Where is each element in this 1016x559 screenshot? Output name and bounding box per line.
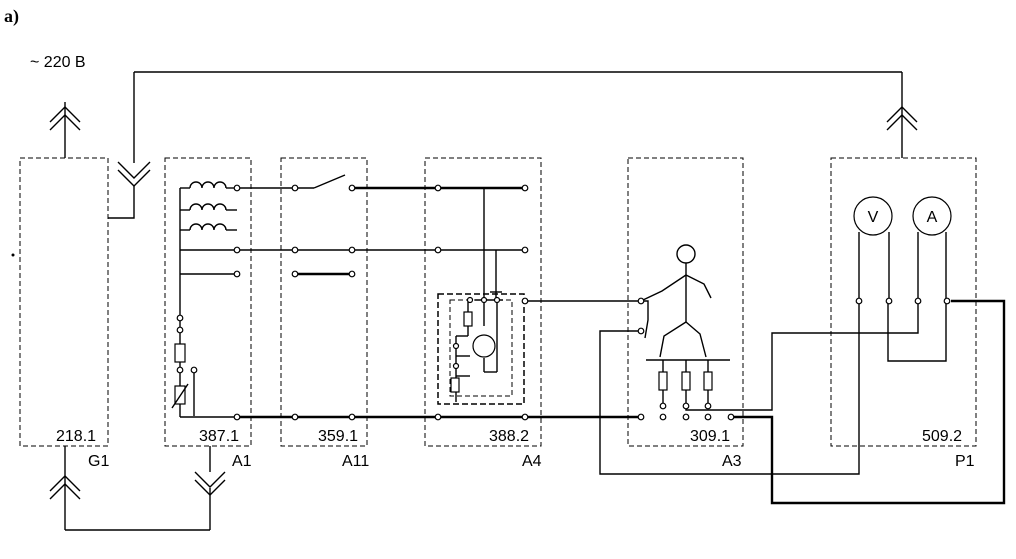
measurement-wires (599, 232, 1006, 505)
module-a11-name: A11 (342, 453, 369, 470)
module-a1: 387.1 A1 (164, 157, 252, 470)
module-a4-frame (424, 157, 542, 447)
ammeter-icon: A (912, 196, 952, 236)
module-a11-code: 359.1 (318, 428, 358, 445)
module-g1-name: G1 (88, 453, 109, 470)
a4-internals (437, 188, 525, 405)
inductor-1-icon (189, 181, 227, 189)
module-a11: 359.1 A11 (280, 157, 369, 470)
module-a4-name: A4 (522, 453, 542, 470)
switch-icon (313, 174, 346, 189)
voltmeter-label: V (868, 209, 879, 226)
module-a11-frame (280, 157, 368, 447)
module-a3-name: A3 (722, 453, 742, 470)
module-a3-frame (627, 157, 744, 447)
module-a1-frame (164, 157, 252, 447)
body-resistor-1-icon (658, 371, 668, 391)
module-a4: 388.2 A4 (424, 157, 542, 470)
voltmeter-icon: V (853, 196, 893, 236)
leakage-resistor-icon (450, 377, 460, 393)
module-a1-code: 387.1 (199, 428, 239, 445)
upper-cable-plug-icon (108, 71, 902, 219)
body-resistor-3-icon (703, 371, 713, 391)
resistor-icon (174, 343, 186, 363)
test-resistor-icon (463, 311, 473, 327)
module-a4-code: 388.2 (489, 428, 529, 445)
module-a3-code: 309.1 (690, 428, 730, 445)
a4-outer-frame (437, 293, 525, 405)
human-figure-icon (642, 244, 730, 403)
supply-plug-icon (49, 102, 81, 158)
a4-inner-frame (449, 299, 513, 397)
inductor-2-icon (189, 203, 227, 211)
module-p1-name: P1 (955, 453, 975, 470)
bus-wires (240, 174, 640, 419)
bottom-cable-plug-icon (49, 446, 226, 531)
module-g1: 218.1 G1 (19, 157, 109, 470)
p1-plug-icon (886, 72, 918, 158)
module-g1-frame (19, 157, 109, 447)
figure-head (676, 244, 696, 264)
rcd-coil-icon (472, 334, 496, 358)
module-a3: 309.1 A3 (627, 157, 744, 470)
a4-a3-contact-wire (527, 300, 649, 339)
body-resistor-2-icon (681, 371, 691, 391)
ammeter-label: A (927, 209, 938, 226)
module-g1-code: 218.1 (56, 428, 96, 445)
a1-internals (171, 181, 237, 418)
inductor-3-icon (189, 223, 227, 231)
module-p1: 509.2 P1 (830, 157, 977, 470)
stray-mark (11, 253, 15, 257)
terminals (233, 184, 951, 421)
module-p1-code: 509.2 (922, 428, 962, 445)
supply-label: ~ 220 B (30, 54, 86, 71)
module-a1-name: A1 (232, 453, 252, 470)
figure-label: a) (4, 6, 19, 27)
